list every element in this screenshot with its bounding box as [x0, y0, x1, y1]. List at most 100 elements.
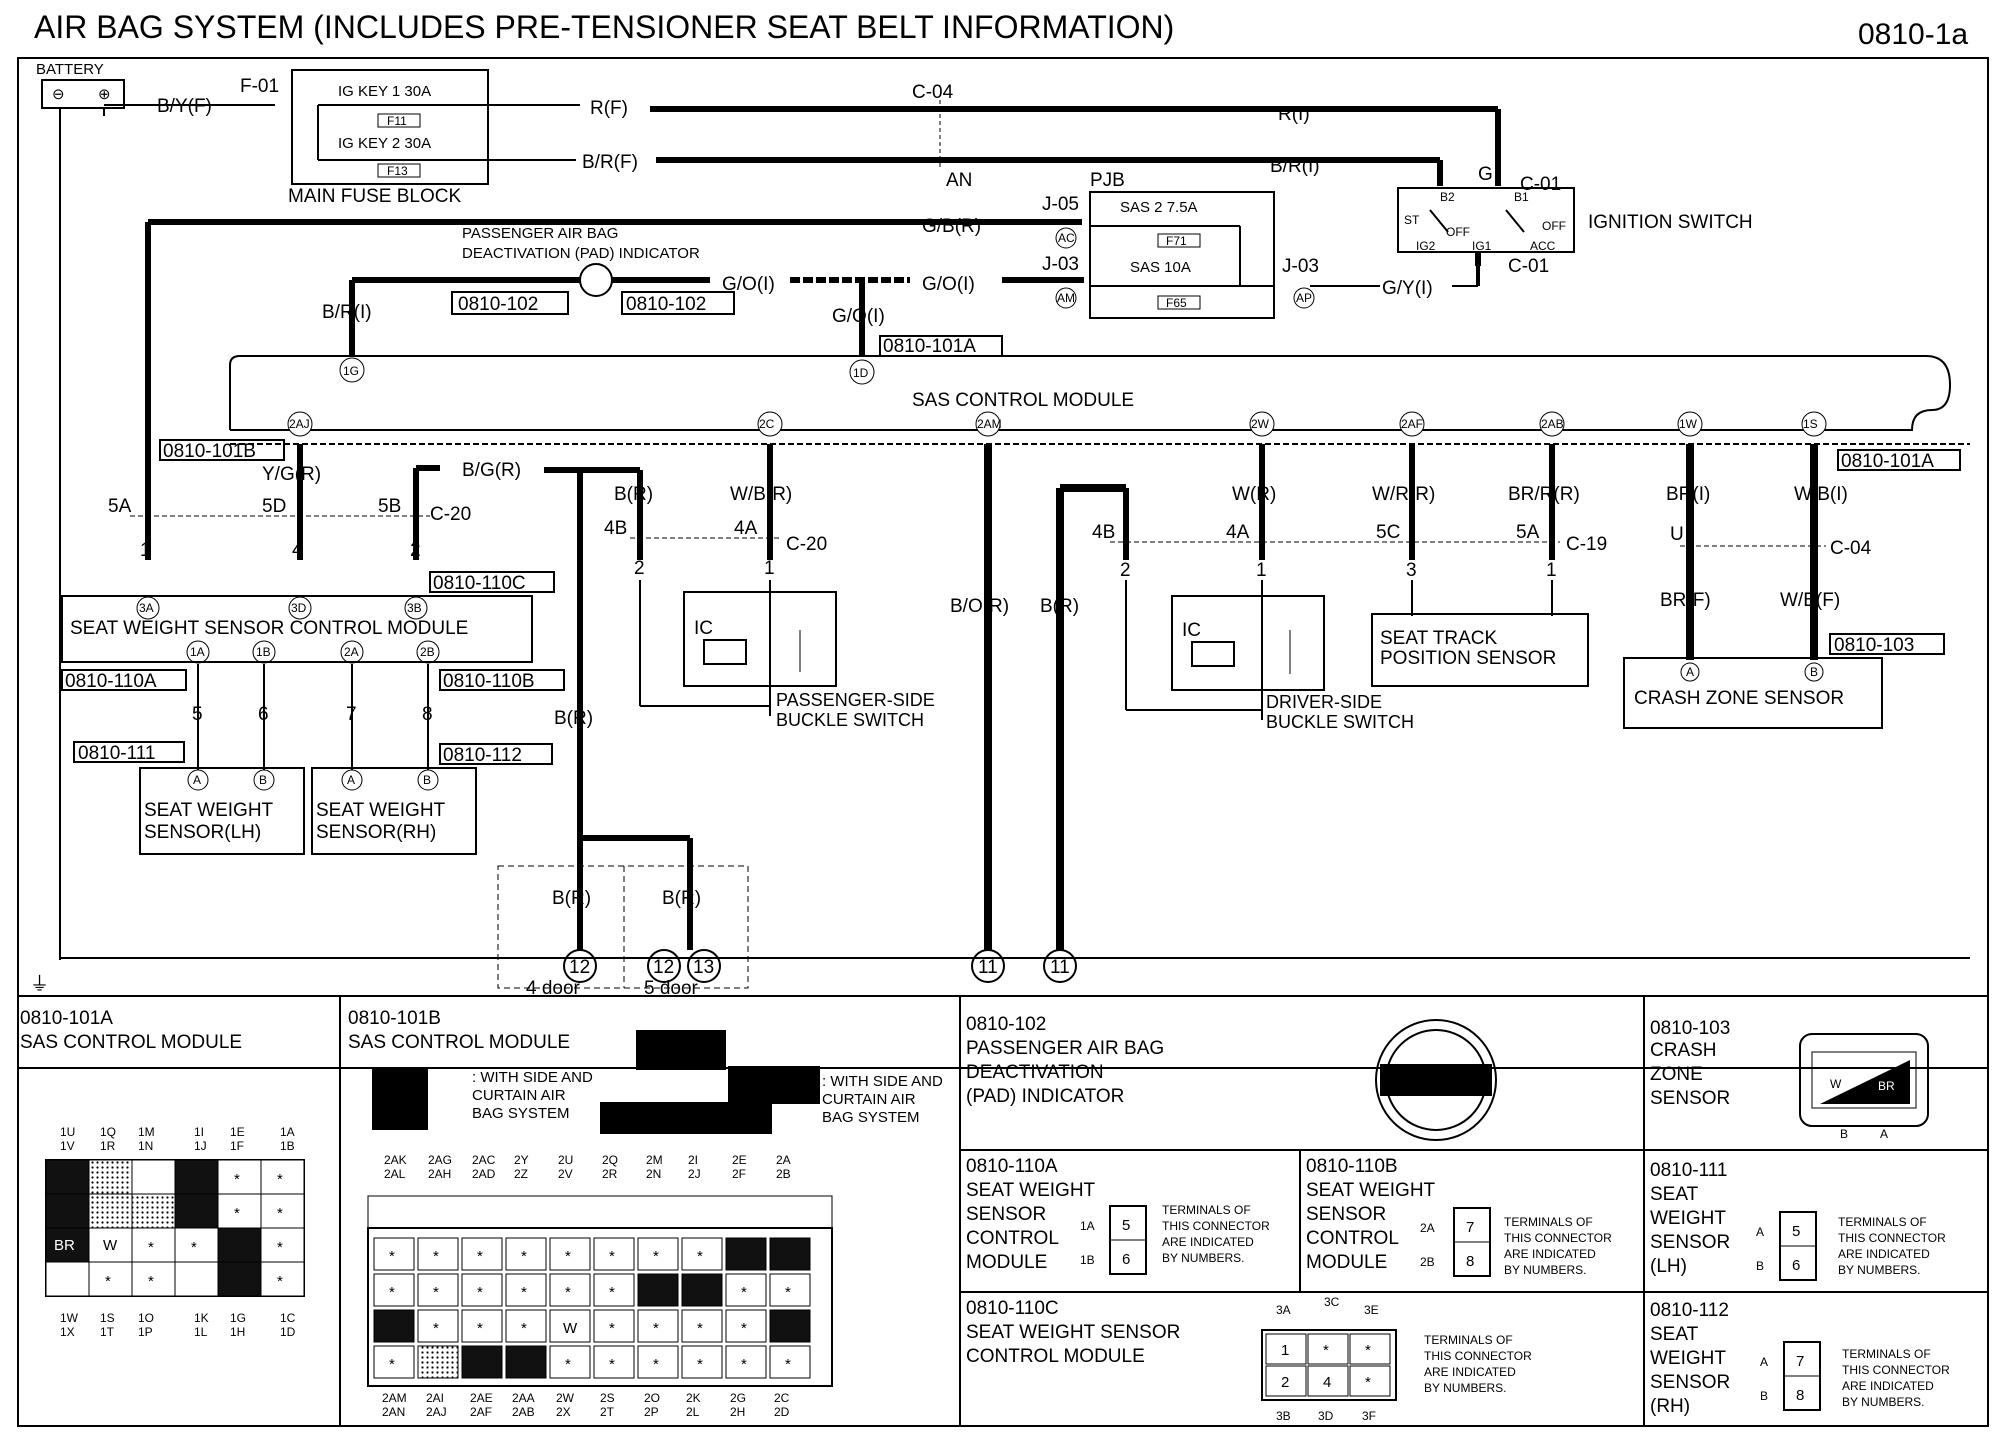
svg-text:ARE INDICATED: ARE INDICATED: [1838, 1247, 1930, 1261]
wire-label-r-i: R(I): [1278, 104, 1310, 125]
svg-text:SEAT WEIGHT: SEAT WEIGHT: [1306, 1180, 1436, 1201]
wire-label-br-3: B(R): [662, 888, 701, 909]
pin-num-3: 3: [1406, 560, 1417, 581]
connector-cell: [593, 1237, 635, 1271]
connector-cell: [725, 1309, 767, 1343]
connector-f01: F-01: [240, 76, 279, 97]
wire-label-goi-3: G/O(I): [832, 306, 885, 327]
svg-text:BR: BR: [1878, 1079, 1895, 1093]
cell-star: *: [148, 1239, 154, 1256]
door-variant-box: [497, 865, 749, 989]
cell-star: *: [565, 1356, 571, 1373]
svg-text:ARE INDICATED: ARE INDICATED: [1162, 1235, 1254, 1249]
svg-text:TERMINALS OF: TERMINALS OF: [1842, 1347, 1931, 1361]
cell-star: *: [433, 1320, 439, 1337]
svg-text:CRASH ZONE SENSOR: CRASH ZONE SENSOR: [1634, 688, 1844, 709]
svg-text:SENSOR: SENSOR: [1306, 1204, 1386, 1225]
pin-label: 1C: [280, 1311, 296, 1325]
connector-cell: [769, 1237, 811, 1271]
pin-label: 1H: [230, 1325, 245, 1339]
pin-label: 1K: [194, 1311, 209, 1325]
svg-text:CURTAIN AIR: CURTAIN AIR: [822, 1091, 916, 1108]
module-pin-circle: [1801, 411, 1827, 437]
pin-num-1d: 1: [1546, 560, 1557, 581]
svg-text:2B: 2B: [1420, 1255, 1435, 1269]
cell-star: *: [741, 1284, 747, 1301]
pin-label: 2AE: [470, 1391, 493, 1405]
cell-star: *: [697, 1248, 703, 1265]
ref-0810-102b: 0810-102: [626, 294, 706, 315]
module-pin-label: 1S: [1803, 417, 1818, 431]
svg-text:PJB: PJB: [1090, 170, 1125, 191]
pad-indicator-symbol: [579, 263, 613, 297]
wire-label-bor: B/O(R): [950, 596, 1009, 617]
svg-text:7: 7: [1796, 1353, 1804, 1370]
pin-label: 2AM: [382, 1391, 407, 1405]
pin-label: 1N: [138, 1139, 153, 1153]
cell-value: *: [1365, 1342, 1371, 1359]
svg-text:0810-101B: 0810-101B: [348, 1008, 441, 1029]
pin-label: 2E: [732, 1153, 747, 1167]
connector-j03-right: J-03: [1282, 256, 1319, 277]
connector-cell: [174, 1261, 219, 1297]
svg-text:SEAT WEIGHT: SEAT WEIGHT: [144, 800, 274, 821]
connector-cell: [260, 1193, 305, 1229]
sas-control-module: SAS CONTROL MODULE: [229, 355, 1970, 445]
svg-text:0810-111: 0810-111: [1650, 1160, 1727, 1181]
cell-star: *: [565, 1284, 571, 1301]
svg-text:SENSOR: SENSOR: [1650, 1088, 1730, 1109]
module-pin-label: 2W: [1251, 417, 1270, 431]
connector-cell: [505, 1309, 547, 1343]
panel-0810-110b: 0810-110B SEAT WEIGHT SENSOR CONTROL MOD…: [1306, 1156, 1612, 1277]
pin-label: 1F: [230, 1139, 244, 1153]
svg-text:C-01: C-01: [1508, 256, 1549, 277]
connector-cell: [260, 1159, 305, 1195]
pin-label: 2M: [646, 1153, 663, 1167]
cell-wire-w: W: [103, 1237, 118, 1254]
page-title: AIR BAG SYSTEM (INCLUDES PRE-TENSIONER S…: [34, 9, 1174, 45]
svg-text:B: B: [1756, 1259, 1764, 1273]
connector-c04-top: C-04: [912, 82, 954, 103]
connector-cell: [461, 1273, 503, 1307]
connector-cell: [88, 1159, 133, 1195]
pin-an: AN: [946, 170, 972, 191]
svg-text:: WITH SIDE AND: : WITH SIDE AND: [472, 1069, 593, 1086]
ground-12a: 12: [569, 957, 590, 978]
connector-cell: [1265, 1333, 1307, 1365]
svg-text:0810-102: 0810-102: [966, 1014, 1046, 1035]
seat-track-position-sensor: SEAT TRACK POSITION SENSOR: [1371, 613, 1589, 687]
svg-text:B: B: [1840, 1127, 1848, 1141]
cell-star: *: [609, 1284, 615, 1301]
connector-c01-top: C-01: [1520, 174, 1561, 195]
connector-c04-mid: C-04: [1830, 538, 1872, 559]
pin-num-2c: 2: [1120, 560, 1131, 581]
svg-text:: WITH SIDE AND: : WITH SIDE AND: [822, 1073, 943, 1090]
cell-star: *: [105, 1273, 111, 1290]
driver-buckle-label-1: DRIVER-SIDE: [1266, 692, 1382, 712]
connector-cell: [681, 1345, 723, 1379]
module-pin-circle: [1249, 411, 1275, 437]
main-fuse-block: IG KEY 1 30A IG KEY 2 30A F11 F13 MAIN F…: [288, 69, 489, 207]
seat-weight-sensor-control-module: SEAT WEIGHT SENSOR CONTROL MODULE: [61, 595, 533, 663]
svg-text:OFF: OFF: [1446, 225, 1470, 239]
cell-value: *: [1323, 1342, 1329, 1359]
svg-text:TERMINALS OF: TERMINALS OF: [1504, 1215, 1593, 1229]
svg-text:ACC: ACC: [1530, 239, 1556, 253]
pin-label: 1G: [230, 1311, 246, 1325]
svg-text:IGNITION SWITCH: IGNITION SWITCH: [1588, 212, 1753, 233]
cell-star: *: [477, 1284, 483, 1301]
ref-0810-102a: 0810-102: [458, 294, 538, 315]
svg-text:1A: 1A: [1080, 1219, 1095, 1233]
module-pin-circle: [975, 411, 1001, 437]
svg-text:BY NUMBERS.: BY NUMBERS.: [1838, 1263, 1920, 1277]
connector-cell: [505, 1345, 547, 1379]
svg-text:SAS CONTROL MODULE: SAS CONTROL MODULE: [20, 1032, 242, 1053]
pin-label: 1W: [60, 1311, 79, 1325]
pin-label: 1J: [194, 1139, 207, 1153]
svg-text:SEAT: SEAT: [1650, 1184, 1699, 1205]
module-pin-label: 2AF: [1401, 417, 1423, 431]
pin-am: AM: [1057, 291, 1075, 305]
pin-1a: 1A: [190, 645, 205, 659]
pin-1b: 1B: [256, 645, 271, 659]
connector-cell: [769, 1273, 811, 1307]
